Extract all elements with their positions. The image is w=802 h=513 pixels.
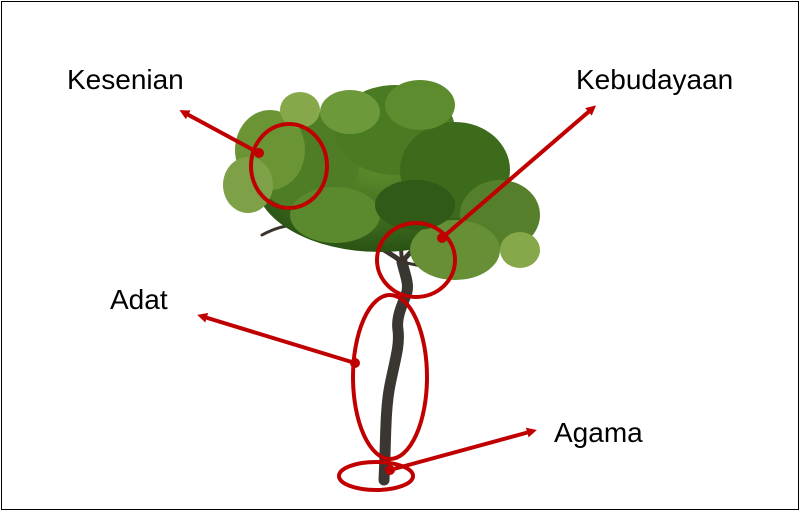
label-kesenian: Kesenian [67, 64, 184, 95]
agama-circle [337, 460, 415, 492]
annotation-kesenian [179, 110, 329, 210]
kesenian-dot [254, 148, 264, 158]
adat-arrow [197, 312, 356, 365]
kebudayaan-dot [437, 233, 447, 243]
tree-trunk [378, 256, 413, 486]
kesenian-arrow [179, 110, 260, 155]
tree-foliage [223, 80, 540, 280]
kebudayaan-circle [375, 221, 457, 299]
annotation-kebudayaan [375, 105, 597, 299]
label-kebudayaan: Kebudayaan [576, 64, 734, 95]
agama-arrow [389, 427, 537, 472]
adat-dot [350, 358, 360, 368]
kesenian-circle [249, 122, 329, 210]
label-agama: Agama [554, 417, 643, 448]
annotation-adat [197, 293, 429, 461]
agama-dot [385, 465, 395, 475]
annotation-agama [337, 427, 537, 492]
kebudayaan-arrow [440, 105, 597, 240]
label-adat: Adat [110, 284, 168, 315]
adat-circle [351, 293, 429, 461]
